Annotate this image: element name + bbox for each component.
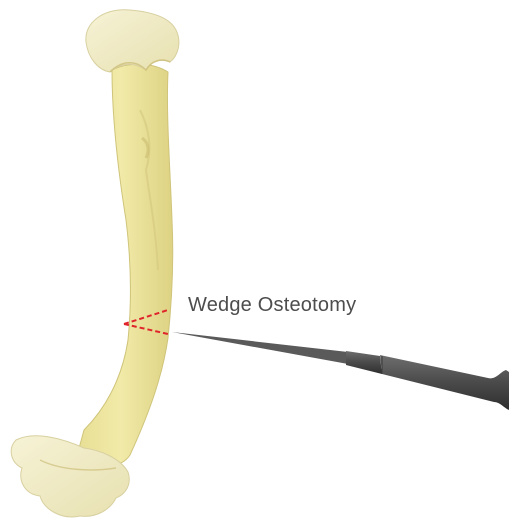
osteotome-handle xyxy=(380,355,509,410)
osteotome-shaft xyxy=(346,351,382,374)
osteotome-instrument xyxy=(172,332,509,410)
wedge-osteotomy-label: Wedge Osteotomy xyxy=(188,294,356,317)
osteotome-blade xyxy=(172,332,348,364)
humerus-bone xyxy=(11,10,179,517)
